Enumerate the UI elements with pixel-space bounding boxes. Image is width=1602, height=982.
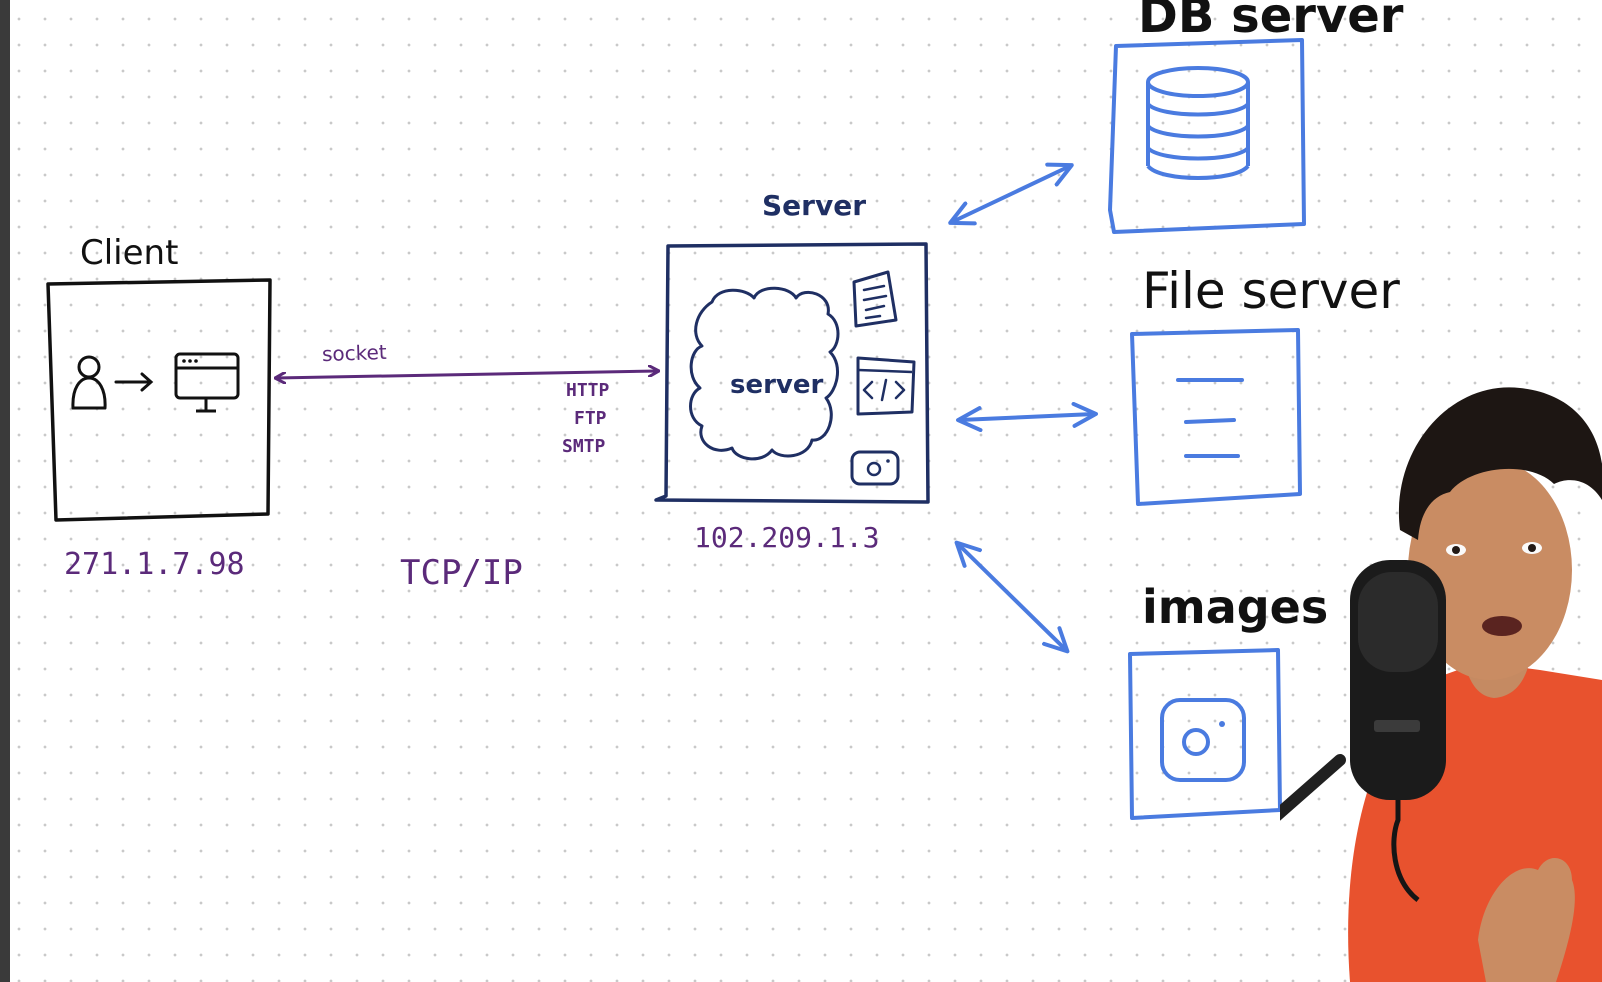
server-title: Server bbox=[762, 189, 867, 222]
images-title: images bbox=[1142, 580, 1329, 634]
text-lines-icon bbox=[1176, 378, 1244, 458]
person-icon bbox=[71, 355, 107, 410]
file-server-box bbox=[1130, 328, 1302, 506]
arrow-server-db bbox=[948, 162, 1074, 226]
browser-window-icon bbox=[174, 352, 240, 413]
socket-connection-arrow bbox=[276, 371, 658, 378]
microphone-icon bbox=[1280, 560, 1446, 902]
client-title: Client bbox=[80, 233, 179, 273]
arrow-right-icon bbox=[114, 372, 154, 392]
client-box bbox=[46, 278, 272, 522]
protocol-smtp: SMTP bbox=[562, 436, 606, 457]
presenter-webcam bbox=[1280, 380, 1602, 982]
document-icon bbox=[852, 270, 898, 328]
tcp-ip-label: TCP/IP bbox=[400, 553, 523, 593]
server-ip: 102.209.1.3 bbox=[694, 521, 880, 554]
database-icon bbox=[1146, 66, 1250, 180]
socket-label: socket bbox=[321, 339, 388, 367]
server-cloud bbox=[689, 286, 840, 461]
protocol-ftp: FTP bbox=[574, 408, 607, 429]
db-server-title: DB server bbox=[1138, 0, 1404, 44]
image-icon bbox=[1160, 698, 1246, 782]
server-inner-label: server bbox=[730, 370, 824, 400]
protocol-http: HTTP bbox=[566, 380, 610, 401]
client-ip: 271.1.7.98 bbox=[64, 547, 245, 582]
arrow-server-file bbox=[956, 401, 1098, 433]
camera-icon bbox=[850, 450, 900, 486]
arrow-server-images bbox=[954, 540, 1070, 654]
code-icon bbox=[856, 356, 916, 416]
file-server-title: File server bbox=[1142, 262, 1400, 320]
db-server-box bbox=[1108, 38, 1306, 234]
left-edge-bar bbox=[0, 0, 10, 982]
server-box bbox=[654, 242, 930, 504]
